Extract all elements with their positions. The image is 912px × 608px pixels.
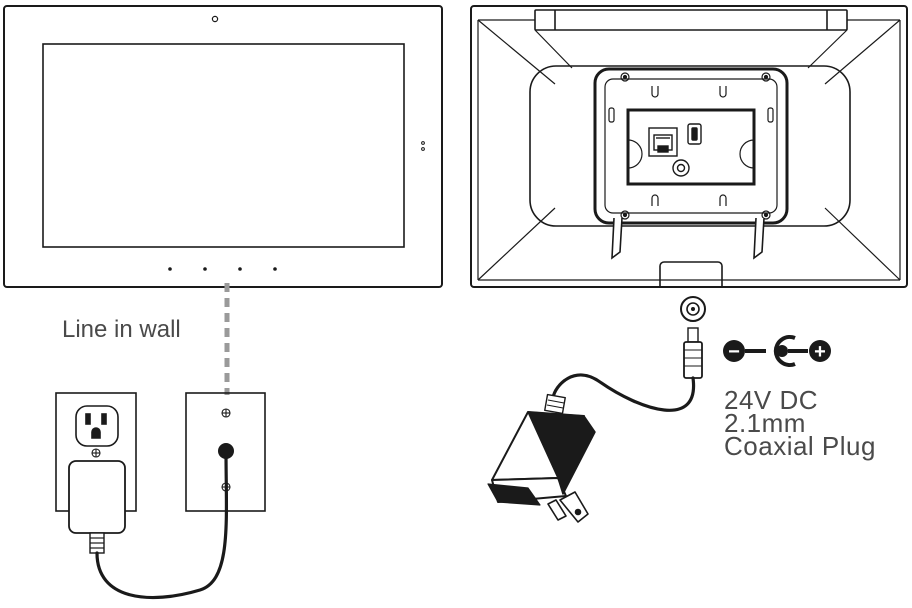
polarity-symbol: − +	[723, 335, 831, 367]
brick-prongs	[547, 491, 589, 523]
dc-socket-icon	[680, 296, 706, 322]
power-spec-label: 24V DC 2.1mm Coaxial Plug	[724, 385, 876, 461]
touch-button	[168, 267, 172, 271]
plug-tip	[687, 327, 699, 343]
plug-in-adapter	[68, 460, 126, 554]
outlet-ground-icon	[91, 427, 101, 439]
top-vent-strip	[534, 9, 848, 31]
monitor-rear-view	[470, 5, 908, 288]
monitor-front-view	[3, 5, 443, 288]
rear-center-panel	[529, 65, 851, 227]
connector-panel	[626, 108, 756, 186]
adapter-cable	[95, 449, 229, 600]
usb-port-icon	[687, 123, 702, 145]
dc-jack-icon	[672, 159, 690, 177]
bottom-foot	[659, 261, 723, 286]
coaxial-plug	[680, 296, 706, 379]
center-pin-icon	[773, 335, 796, 367]
power-adapter-brick	[487, 393, 596, 523]
touch-buttons	[168, 267, 277, 271]
rear-housing	[470, 5, 908, 288]
size-label: 2.1mm	[724, 408, 806, 438]
line-in-wall-label: Line in wall	[62, 316, 181, 343]
mounting-bracket	[593, 67, 789, 260]
bracket-frame	[593, 67, 789, 225]
plug-type-label: Coaxial Plug	[724, 431, 876, 461]
outlet-receptacle	[75, 405, 119, 447]
ethernet-port-icon	[648, 127, 678, 157]
voltage-label: 24V DC	[724, 385, 819, 415]
outlet-slot-icon	[101, 413, 107, 425]
plug-body	[683, 341, 703, 379]
bracket-screw-icon	[620, 72, 771, 220]
touch-button	[238, 267, 242, 271]
negative-symbol: −	[728, 341, 740, 363]
positive-terminal-icon	[809, 340, 831, 362]
adapter-body	[68, 460, 126, 534]
touch-button	[273, 267, 277, 271]
bracket-foot-left	[611, 217, 623, 260]
brick-strain-relief	[544, 393, 566, 415]
positive-symbol: +	[814, 341, 826, 363]
front-camera-icon	[211, 15, 219, 23]
monitor-bezel	[3, 5, 443, 288]
junction-screw-icon	[221, 408, 231, 418]
negative-terminal-icon	[723, 340, 745, 362]
touch-button	[203, 267, 207, 271]
outlet-slot-icon	[85, 413, 91, 425]
monitor-screen	[42, 43, 405, 248]
side-sensor-icon	[421, 141, 425, 151]
brick-dark-face	[527, 411, 596, 495]
bracket-foot-right	[753, 217, 765, 260]
power-cable	[551, 373, 696, 412]
outlet-screw-icon	[91, 448, 101, 458]
